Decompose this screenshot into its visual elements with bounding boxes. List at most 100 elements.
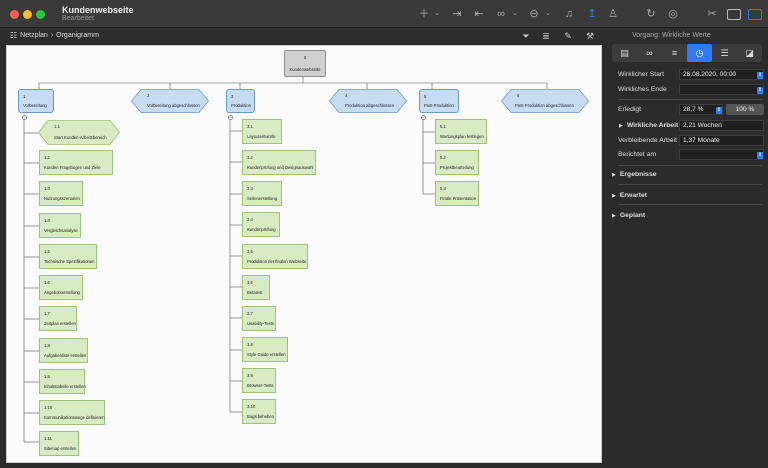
org-node-summary[interactable]: 5 Post-Produktion bbox=[419, 89, 459, 113]
section-geplant[interactable]: ▶Geplant bbox=[612, 212, 646, 219]
netzplan-icon[interactable]: ☷ bbox=[10, 31, 18, 40]
org-node-task[interactable]: 3.3 Seitenerstellung bbox=[242, 181, 282, 206]
done-percent-field[interactable]: 28,7 % ⇕ bbox=[679, 104, 723, 115]
sidebar-left-icon[interactable] bbox=[727, 9, 741, 20]
disclosure-triangle-icon[interactable]: ▶ bbox=[612, 172, 616, 178]
org-node-task[interactable]: 1.8 Aufgabenliste erstellen bbox=[39, 338, 88, 363]
globe-icon[interactable]: ◎ bbox=[668, 8, 678, 20]
inspector-caption: Vorgang: Wirkliche Werte bbox=[632, 32, 711, 39]
actual-end-field[interactable]: ⇕ bbox=[679, 84, 764, 95]
collapse-toggle[interactable]: − bbox=[421, 115, 426, 120]
link-icon[interactable]: ∞ bbox=[497, 8, 505, 20]
org-node-task[interactable]: 3.1 Layoutentwürfe bbox=[242, 119, 282, 144]
disclosure-triangle-icon[interactable]: ▶ bbox=[612, 193, 616, 199]
org-node-task[interactable]: 1.11 Sitemap erstellen bbox=[39, 431, 79, 456]
reported-on-row: Berichtet am ⇕ bbox=[618, 149, 764, 160]
view-bar: ☷ Netzplan › Organigramm ⏷ ≣ ✎ ⚒ Vorgang… bbox=[0, 28, 768, 44]
org-node-task[interactable]: 1.4 Vergleichsanalyse bbox=[39, 213, 81, 238]
breadcrumb-item-netzplan[interactable]: Netzplan bbox=[20, 32, 48, 39]
zoom-window-button[interactable] bbox=[36, 10, 45, 19]
org-node-task[interactable]: 5.1 Wartungsplan festlegen bbox=[435, 119, 487, 144]
chevron-down-icon[interactable]: ⌄ bbox=[434, 10, 440, 17]
clipboard-icon[interactable]: ▤ bbox=[620, 48, 629, 58]
stepper-icon[interactable]: ⇕ bbox=[757, 87, 763, 94]
section-ergebnisse[interactable]: ▶Ergebnisse bbox=[612, 171, 657, 178]
list-icon[interactable]: ☰ bbox=[720, 48, 729, 58]
stepper-icon[interactable]: ⇕ bbox=[757, 152, 763, 159]
text-format-icon[interactable]: ≣ bbox=[542, 31, 550, 41]
sidebar-right-icon[interactable] bbox=[748, 9, 762, 20]
document-status: Bearbeitet bbox=[62, 15, 94, 22]
connector-lines bbox=[23, 77, 548, 443]
org-node-task[interactable]: 3.2 Kundenprüfung und Designauswahl bbox=[242, 150, 316, 175]
org-node-task[interactable]: 1.9 Inhaltstabelle erstellen bbox=[39, 369, 86, 394]
actual-start-field[interactable]: 28.08.2020, 00:00 ⇕ bbox=[679, 69, 764, 80]
breadcrumb-item-organigramm[interactable]: Organigramm bbox=[56, 32, 99, 39]
pin-icon[interactable]: ↥ bbox=[587, 8, 597, 20]
divider bbox=[618, 165, 762, 166]
clock-icon[interactable]: ◷ bbox=[687, 44, 712, 62]
org-node-milestone[interactable]: 4 Produktion abgeschlossen bbox=[329, 89, 407, 113]
org-node-task[interactable]: 1.7 Zeitplan erstellen bbox=[39, 306, 77, 331]
stepper-icon[interactable]: ⇕ bbox=[716, 107, 722, 114]
collapse-toggle[interactable]: − bbox=[22, 115, 27, 120]
disclosure-triangle-icon[interactable]: ▶ bbox=[612, 213, 616, 219]
collapse-toggle[interactable]: − bbox=[228, 115, 233, 120]
paintbrush-icon[interactable]: ✎ bbox=[564, 31, 572, 41]
org-node-task[interactable]: 5.3 Finale Präsentation bbox=[435, 181, 479, 206]
breadcrumb-separator: › bbox=[50, 32, 54, 39]
complete-100-button[interactable]: 100 % bbox=[726, 104, 764, 115]
org-node-milestone[interactable]: 2 Vorbereitung abgeschlossen bbox=[131, 89, 209, 113]
org-node-root[interactable]: 0 Kundenwebseite bbox=[284, 50, 326, 77]
org-node-task[interactable]: 3.5 Produktion der finalen Webseite bbox=[242, 244, 308, 269]
divider bbox=[618, 99, 762, 100]
refresh-icon[interactable]: ↻ bbox=[646, 8, 656, 20]
inspector-panel: ▤ ∞ ≡ ◷ ☰ ◪ Wirklicher Start 28.08.2020,… bbox=[604, 44, 768, 468]
org-node-task[interactable]: 5.2 Projektbeurteilung bbox=[435, 150, 479, 175]
actual-work-row: ▶Wirkliche Arbeit 2,21 Wochen bbox=[612, 120, 764, 132]
close-window-button[interactable] bbox=[10, 10, 19, 19]
person-icon[interactable]: ♙ bbox=[608, 8, 618, 20]
org-node-summary[interactable]: 1 Vorbereitung bbox=[18, 89, 54, 113]
org-node-task[interactable]: 1.3 Nutzungsszenarien bbox=[39, 181, 83, 206]
plus-icon[interactable]: ＋ bbox=[418, 8, 430, 20]
scissors-icon[interactable]: ✂ bbox=[707, 8, 717, 20]
org-node-task[interactable]: 1.2 Kunden Fragebogen und Ziele bbox=[39, 150, 113, 175]
filter-icon[interactable]: ⏷ bbox=[522, 31, 530, 41]
remaining-work-field[interactable]: 1,37 Monate bbox=[679, 135, 764, 146]
outdent-icon[interactable]: ⇤ bbox=[474, 8, 484, 20]
disclosure-triangle-icon[interactable]: ▶ bbox=[619, 123, 623, 129]
org-node-milestone[interactable]: 6 Post-Produktion abgeschlossen bbox=[501, 89, 589, 113]
bell-icon[interactable]: ♫ bbox=[564, 8, 574, 20]
org-node-task[interactable]: 3.4 Kundenprüfung bbox=[242, 212, 280, 237]
org-node-task[interactable]: 1.6 Angebotserstellung bbox=[39, 275, 83, 300]
org-chart-canvas[interactable]: 0 Kundenwebseite 1 Vorbereitung 2 Vorber… bbox=[6, 45, 602, 463]
link-icon[interactable]: ∞ bbox=[646, 48, 653, 58]
inspector-tabs: ▤ ∞ ≡ ◷ ☰ ◪ bbox=[612, 44, 762, 62]
remaining-work-row: Verbleibende Arbeit 1,37 Monate bbox=[612, 135, 764, 147]
org-node-task[interactable]: 1.10 Kommunikationswege definieren bbox=[39, 400, 105, 425]
chevron-down-icon[interactable]: ⌄ bbox=[545, 10, 551, 17]
document-title: Kundenwebseite bbox=[62, 5, 134, 15]
org-node-summary[interactable]: 3 Produktion bbox=[226, 89, 255, 113]
org-node-task[interactable]: 3.8 Style Guide erstellen bbox=[242, 337, 288, 362]
org-node-task[interactable]: 3.9 Browser-Tests bbox=[242, 368, 276, 393]
org-node-task[interactable]: 3.7 Usability-Tests bbox=[242, 306, 276, 331]
org-node-task[interactable]: 1.5 Technische Spezifikationen bbox=[39, 244, 97, 269]
org-node-task[interactable]: 3.10 Bugs beheben bbox=[242, 399, 276, 424]
circle-minus-icon[interactable]: ⊖ bbox=[529, 8, 539, 20]
reported-on-field[interactable]: ⇕ bbox=[679, 149, 764, 160]
done-row: Erledigt 28,7 % ⇕ 100 % bbox=[612, 104, 764, 116]
org-node-task[interactable]: 3.6 Betatest bbox=[242, 275, 270, 300]
stepper-icon[interactable]: ⇕ bbox=[757, 72, 763, 79]
minimize-window-button[interactable] bbox=[23, 10, 32, 19]
indent-icon[interactable]: ⇥ bbox=[452, 8, 462, 20]
org-node-milestone[interactable]: 1.1 Start Kunden-Arbeitsbereich bbox=[38, 120, 120, 145]
actual-work-field[interactable]: 2,21 Wochen bbox=[679, 120, 764, 131]
wrench-icon[interactable]: ⚒ bbox=[585, 31, 595, 41]
chevron-down-icon[interactable]: ⌄ bbox=[512, 10, 518, 17]
section-erwartet[interactable]: ▶Erwartet bbox=[612, 192, 648, 199]
title-bar: Kundenwebseite Bearbeitet ＋ ⌄ ⇥ ⇤ ∞ ⌄ ⊖ … bbox=[0, 0, 768, 28]
pencil-icon[interactable]: ◪ bbox=[745, 48, 754, 58]
doc-icon[interactable]: ≡ bbox=[671, 48, 678, 58]
